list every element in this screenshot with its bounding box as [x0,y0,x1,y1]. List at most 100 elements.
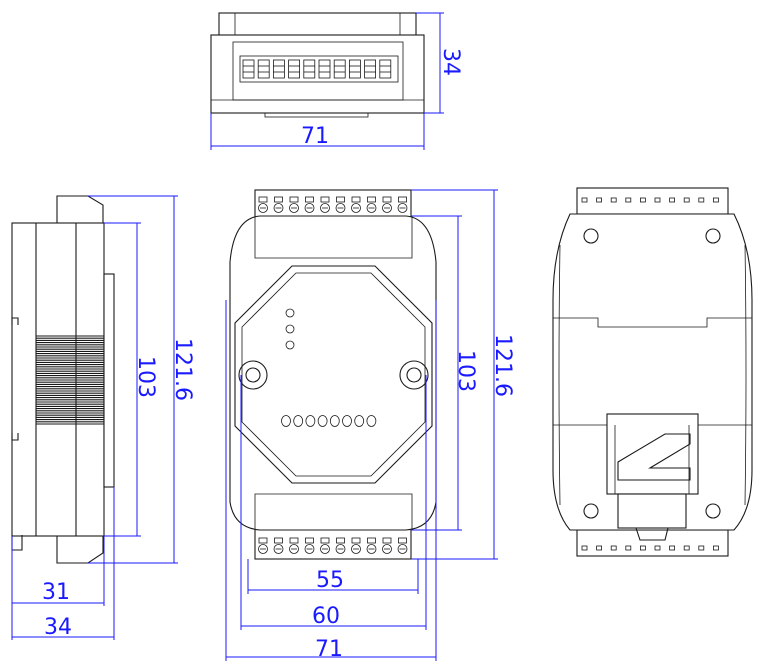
terminal-screw [320,203,330,213]
terminal-screw [273,203,284,213]
terminal-slot [610,197,617,203]
dim-side-depth-total: 34 [44,615,72,640]
terminal-slot [596,197,602,203]
terminal-slot [348,59,361,79]
terminal-slot [683,545,690,551]
terminal-top [351,196,361,203]
back-view [552,187,753,557]
terminal-slot [288,59,301,79]
back-terminal-row-top [581,197,719,203]
terminal-screw [335,544,346,554]
terminal-screw [289,203,299,213]
terminal-slot [640,197,646,203]
terminal-top [320,537,330,544]
dim-side-inner-height: 103 [133,356,158,398]
terminal-top [336,537,345,544]
terminal-slot [625,545,632,551]
terminal-top [320,196,330,203]
terminal-slot [242,59,255,79]
terminal-top [382,537,392,544]
terminal-slot [257,59,270,79]
status-led [354,415,365,427]
dim-side-height: 121.6 [170,338,195,401]
terminal-slot [683,197,690,203]
terminal-screw [366,544,377,554]
side-heatsink-fins [36,335,104,425]
status-led [366,415,377,427]
terminal-slot [596,545,602,551]
terminal-top [367,196,376,203]
terminal-screw [382,203,392,213]
front-terminal-row-bottom [258,537,408,554]
terminal-top [289,196,299,203]
front-view [229,189,437,560]
top-view [210,12,425,118]
terminal-top [258,537,268,544]
terminal-slot [640,545,646,551]
terminal-top [398,196,407,203]
terminal-screw [258,544,268,554]
terminal-screw [351,544,361,554]
terminal-screw [397,544,408,554]
status-led [317,415,328,427]
terminal-top [382,196,392,203]
terminal-top [367,537,376,544]
dim-front-height: 121.6 [490,334,515,397]
terminal-slot [654,197,661,203]
terminal-slot [272,59,285,79]
terminal-slot [698,197,705,203]
terminal-slot [654,545,661,551]
terminal-slot [669,197,675,203]
status-led [329,415,340,427]
dim-front-hole-height: 103 [453,350,478,392]
terminal-slot [379,59,392,79]
terminal-slot [581,197,588,203]
terminal-top [336,196,345,203]
terminal-screw [273,544,284,554]
dim-top-depth: 34 [438,48,463,76]
terminal-slot [333,59,346,79]
status-led [342,415,352,427]
terminal-slot [610,545,617,551]
terminal-screw [304,203,315,213]
terminal-screw [320,544,330,554]
terminal-screw [289,544,299,554]
terminal-screw [366,203,377,213]
dimension-lines [11,12,498,661]
front-led-row [281,415,377,427]
front-terminal-row-top [258,196,408,213]
status-led [293,415,304,427]
status-led [281,415,291,427]
terminal-slot [581,545,588,551]
terminal-slot [625,197,632,203]
terminal-screw [382,544,392,554]
terminal-screw [258,203,268,213]
dim-front-hole-span: 60 [312,604,340,629]
terminal-screw [335,203,346,213]
terminal-slot [364,59,377,79]
terminal-slot [318,59,331,79]
terminal-top [274,537,283,544]
terminal-slot [713,197,719,203]
dim-front-terminal-span: 55 [316,568,344,593]
terminal-screw [304,544,315,554]
dim-top-width: 71 [301,124,329,149]
terminal-top [398,537,407,544]
top-terminal-row [242,59,392,79]
dimension-labels: 34 71 121.6 103 31 34 103 121.6 55 60 71 [42,48,515,662]
terminal-screw [351,203,361,213]
terminal-top [305,196,314,203]
side-view [11,195,115,564]
back-terminal-row-bottom [581,545,719,551]
dim-front-width: 71 [315,637,343,662]
terminal-slot [669,545,675,551]
terminal-slot [303,59,316,79]
terminal-slot [698,545,705,551]
terminal-top [274,196,283,203]
terminal-top [289,537,299,544]
terminal-top [258,196,268,203]
terminal-top [351,537,361,544]
dim-side-depth-rail: 31 [42,580,70,605]
terminal-screw [397,203,408,213]
